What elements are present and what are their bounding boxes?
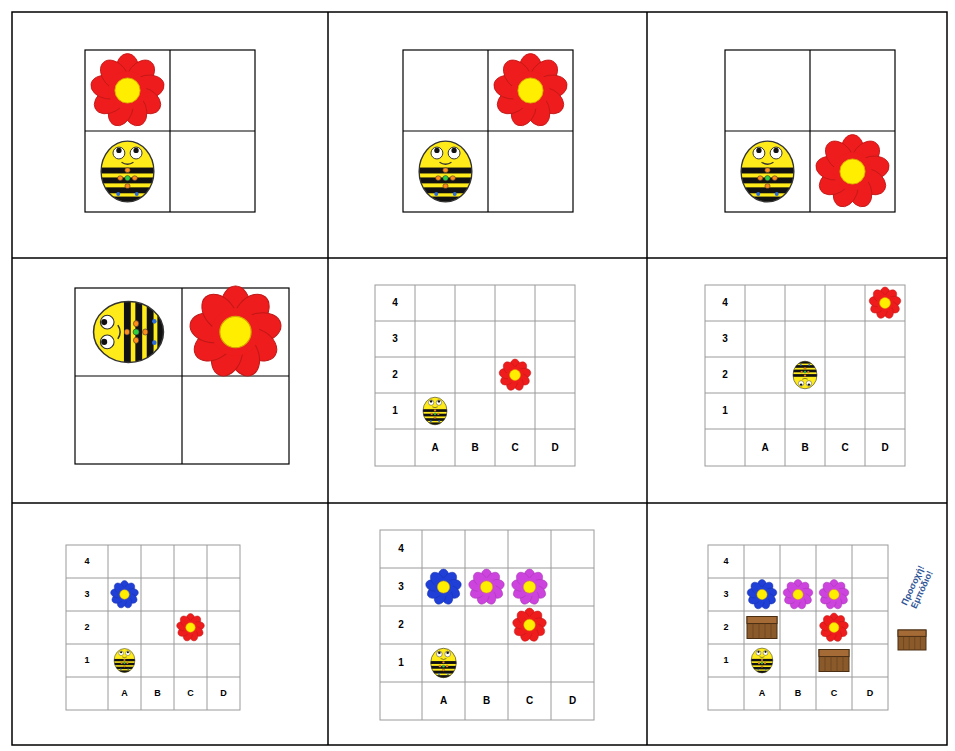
flower	[782, 580, 813, 611]
coordinate-grid	[705, 285, 905, 466]
grid-row-number: 3	[380, 568, 422, 606]
grid-column-letter: D	[551, 682, 594, 720]
table-frame	[12, 12, 947, 745]
grid-row-number: 3	[705, 321, 745, 357]
grid-row-number: 3	[375, 321, 415, 357]
coordinate-grid	[66, 545, 240, 710]
grid-2x2	[403, 50, 573, 212]
grid-2x2	[85, 50, 255, 212]
grid-row-number: 2	[66, 611, 108, 644]
coordinate-grid	[708, 545, 888, 710]
grid-column-letter: B	[141, 677, 174, 710]
grid-column-letter: D	[207, 677, 240, 710]
grid-column-letter: A	[745, 429, 785, 466]
grid-row-number: 1	[375, 393, 415, 429]
grid-2x2	[725, 50, 895, 212]
bee-bot	[792, 361, 819, 389]
bee-bot	[750, 648, 774, 673]
flower	[512, 608, 547, 643]
grid-column-letter: A	[744, 677, 780, 710]
bee-bot	[422, 397, 449, 425]
flower	[746, 580, 777, 611]
grid-row-number: 4	[705, 285, 745, 321]
grid-row-number: 2	[380, 606, 422, 644]
grid-column-letter: C	[825, 429, 865, 466]
grid-column-letter: B	[465, 682, 508, 720]
grid-row-number: 4	[708, 545, 744, 578]
coordinate-grid	[375, 285, 575, 466]
grid-column-letter: C	[174, 677, 207, 710]
grid-row-number: 2	[375, 357, 415, 393]
flower	[468, 569, 505, 606]
grid-row-number: 4	[375, 285, 415, 321]
flower	[818, 580, 849, 611]
flower	[814, 135, 891, 211]
bee-bot	[738, 141, 797, 203]
grid-row-number: 1	[705, 393, 745, 429]
bee-bot	[94, 298, 165, 366]
bee-bot	[113, 649, 136, 673]
grid-column-letter: A	[108, 677, 141, 710]
flower	[819, 613, 849, 643]
flower	[511, 569, 548, 606]
grid-row-number: 4	[66, 545, 108, 578]
flower	[110, 581, 139, 610]
grid-column-letter: C	[508, 682, 551, 720]
grid-column-letter: C	[495, 429, 535, 466]
flower	[89, 54, 166, 130]
flower	[498, 359, 531, 392]
grid-row-number: 2	[708, 611, 744, 644]
grid-2x2	[75, 288, 289, 464]
bee-bot	[416, 141, 475, 203]
flower	[492, 54, 569, 130]
flower	[176, 614, 205, 643]
grid-column-letter: D	[865, 429, 905, 466]
grid-row-number: 4	[380, 530, 422, 568]
grid-column-letter: C	[816, 677, 852, 710]
grid-column-letter: B	[780, 677, 816, 710]
grid-row-number: 3	[66, 578, 108, 611]
grid-column-letter: B	[455, 429, 495, 466]
warning-note: Προσοχή! Εμπόδιο!	[899, 563, 936, 613]
grid-column-letter: D	[535, 429, 575, 466]
grid-row-number: 2	[705, 357, 745, 393]
coordinate-grid	[380, 530, 594, 720]
obstacle-box	[819, 650, 849, 672]
obstacle-box	[898, 630, 926, 650]
grid-column-letter: A	[422, 682, 465, 720]
obstacle-box	[747, 617, 777, 639]
grid-column-letter: A	[415, 429, 455, 466]
grid-column-letter: B	[785, 429, 825, 466]
grid-row-number: 1	[708, 644, 744, 677]
flower	[868, 287, 901, 320]
grid-row-number: 1	[66, 644, 108, 677]
flower	[425, 569, 462, 606]
bee-bot	[98, 141, 157, 203]
grid-row-number: 1	[380, 644, 422, 682]
grid-column-letter: D	[852, 677, 888, 710]
bee-bot	[429, 648, 458, 678]
flower	[188, 286, 284, 380]
grid-row-number: 3	[708, 578, 744, 611]
